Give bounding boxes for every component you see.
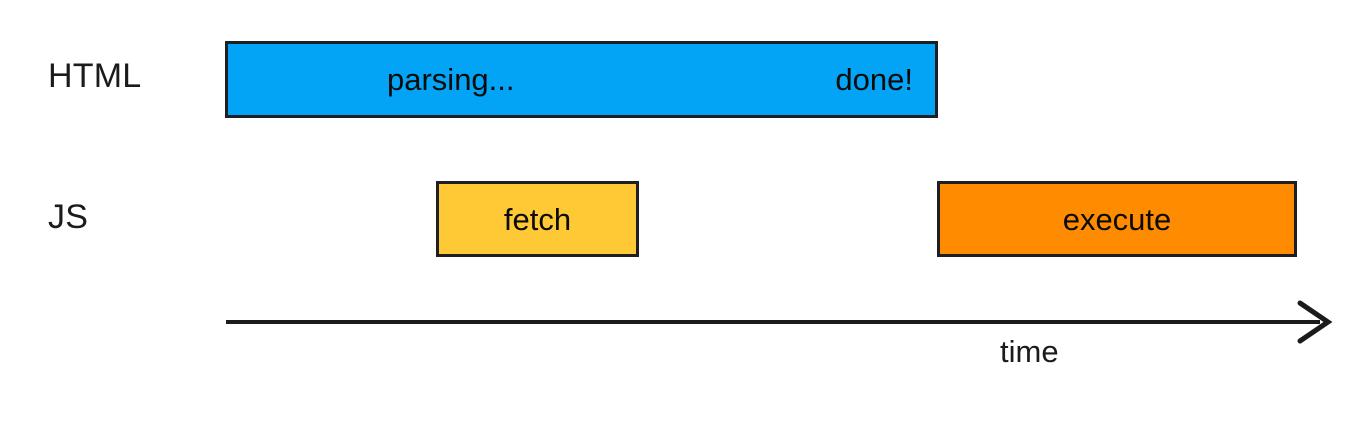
bar-label-fetch: fetch — [503, 201, 572, 237]
axis-caption-time: time — [1000, 334, 1059, 369]
bar-label-parsing: parsing... — [387, 62, 515, 97]
row-label-html: HTML — [48, 57, 142, 95]
bar-js-fetch: fetch — [436, 181, 639, 257]
row-label-js: JS — [48, 198, 89, 236]
bar-label-execute: execute — [1062, 201, 1172, 237]
bar-html-parsing: parsing... done! — [225, 41, 938, 118]
bar-js-execute: execute — [937, 181, 1297, 257]
time-axis-arrow-icon — [226, 300, 1333, 344]
bar-label-done: done! — [835, 62, 913, 97]
